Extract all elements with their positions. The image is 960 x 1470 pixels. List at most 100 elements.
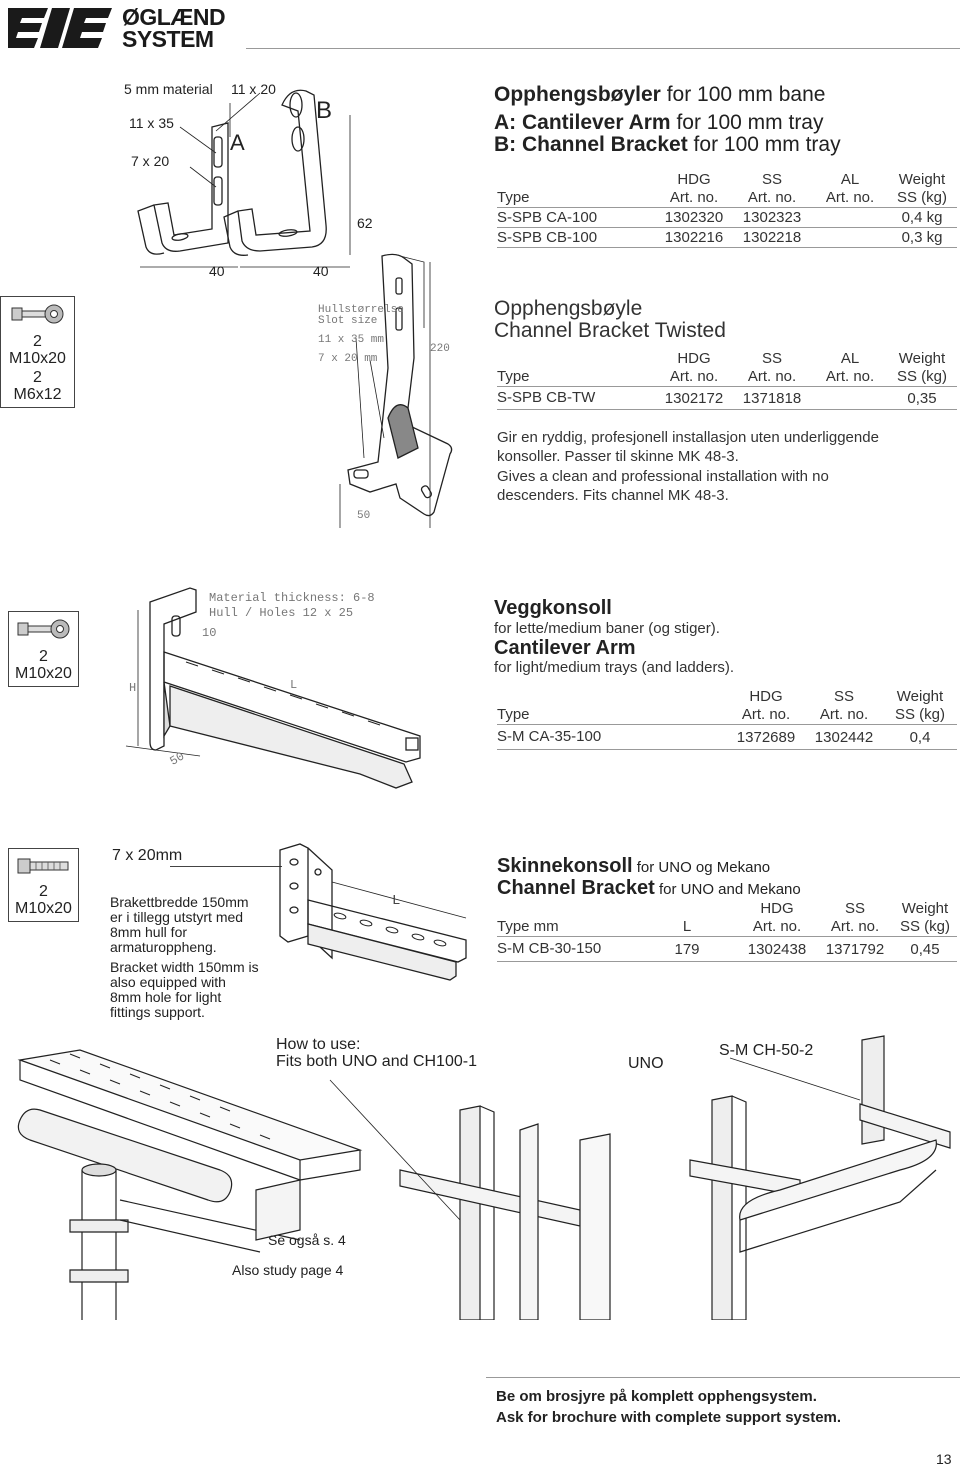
section3-title-en: Cantilever Arm (494, 637, 636, 659)
cell: 0,4 kg (887, 207, 957, 228)
brand-name-line1: ØGLÆND (122, 4, 226, 30)
label-slot-7x20: 7 x 20 (131, 153, 170, 169)
page-number: 13 (936, 1451, 952, 1467)
col-head: Weight (901, 900, 949, 917)
section2-desc-no: Gir en ryddig, profesjonell installasjon… (497, 429, 879, 465)
col-head: L (637, 918, 737, 937)
bolt-box: 2 M10x20 2 M6x12 (0, 296, 75, 408)
title-rest: for UNO og Mekano (632, 859, 771, 876)
col-head: Art. no. (727, 706, 805, 725)
oglaend-logo-mark-icon (8, 8, 112, 48)
label-slot-size-en: Slot size (318, 315, 378, 327)
dimension-50: 50 (357, 510, 371, 522)
bolt-size: M10x20 (15, 665, 72, 682)
col-head: SS (kg) (893, 918, 957, 937)
col-head: Art. no. (805, 706, 883, 725)
dimension-40b: 40 (313, 263, 329, 279)
cell: S-SPB CB-TW (497, 386, 657, 410)
cell: S-SPB CA-100 (497, 207, 657, 228)
col-head (497, 900, 637, 918)
bolt-qty-2: 2 (33, 369, 42, 386)
col-head: SS (844, 900, 865, 917)
bolt-qty: 2 (39, 648, 48, 665)
footer-line-en: Ask for brochure with complete support s… (496, 1409, 842, 1426)
bolt-size-2: M6x12 (13, 386, 62, 403)
cell: 1372689 (727, 724, 805, 750)
col-head: HDG (760, 900, 794, 917)
col-head: Art. no. (813, 368, 887, 387)
label-slot-11x20: 11 x 20 (231, 81, 276, 97)
label-material-thickness: Material thickness: 6-8 (209, 591, 375, 605)
cell (813, 227, 887, 248)
label-slot-11x35: 11 x 35 mm (318, 334, 385, 346)
label-b: B (316, 97, 333, 124)
section1-line-b: B: Channel Bracket for 100 mm tray (494, 133, 841, 157)
col-head: Weight (898, 171, 946, 188)
section2-title-no: Opphengsbøyle (494, 297, 643, 320)
dimension-62: 62 (357, 215, 373, 231)
dimension-40a: 40 (209, 263, 225, 279)
logo: ØGLÆND SYSTEM (8, 4, 238, 54)
col-head: Art. no. (731, 189, 813, 208)
col-head (497, 171, 657, 189)
col-head: Weight (896, 688, 944, 705)
label-slot-7x20: 7 x 20 mm (318, 353, 378, 365)
label-uno: UNO (628, 1055, 664, 1072)
cell: 1371792 (817, 936, 893, 962)
col-head: Art. no. (817, 918, 893, 937)
col-head: SS (833, 688, 854, 705)
cell: 1371818 (731, 386, 813, 410)
col-head: SS (kg) (887, 368, 957, 387)
col-head: SS (761, 171, 782, 188)
col-head: Art. no. (737, 918, 817, 937)
col-head: Type mm (497, 918, 637, 937)
bolt-icon (17, 858, 69, 874)
twisted-bracket-drawing (339, 253, 453, 528)
label-material: 5 mm material (124, 81, 213, 97)
cantilever-arm-drawing (125, 587, 421, 789)
line-a-rest: for 100 mm tray (670, 111, 824, 134)
cell: 1302442 (805, 724, 883, 750)
col-head (637, 900, 737, 918)
label-slot-7x20mm: 7 x 20mm (112, 847, 183, 864)
see-also-en: Also study page 4 (232, 1262, 344, 1278)
cell: 1302320 (657, 207, 731, 228)
bolt-box: 2 M10x20 (8, 848, 79, 922)
title-bold: Channel Bracket (497, 877, 655, 899)
line-b-rest: for 100 mm tray (687, 133, 841, 156)
col-head: Type (497, 706, 727, 725)
label-a: A (230, 130, 245, 155)
section2-desc-en: Gives a clean and professional installat… (497, 468, 829, 504)
bolt-box: 2 M10x20 (8, 611, 79, 687)
dimension-l: L (290, 678, 298, 692)
cell: 1302216 (657, 227, 731, 248)
title-rest: for 100 mm bane (660, 83, 826, 106)
see-also-no: Se også s. 4 (268, 1232, 346, 1248)
col-head: SS (761, 350, 782, 367)
cell: S-SPB CB-100 (497, 227, 657, 248)
section3-sub-no: for lette/medium baner (og stiger). (494, 620, 720, 637)
bolt-qty-1: 2 (33, 333, 42, 350)
dimension-l: L (392, 893, 401, 909)
col-head: HDG (677, 171, 711, 188)
cell: 1302218 (731, 227, 813, 248)
col-head: SS (kg) (887, 189, 957, 208)
bolt-size-1: M10x20 (9, 350, 66, 367)
col-head: AL (840, 171, 860, 188)
bracket-a-b-drawing (137, 89, 351, 268)
section4-title-en: Channel Bracket for UNO and Mekano (497, 877, 801, 900)
cell: 1302323 (731, 207, 813, 228)
col-head: Type (497, 368, 657, 387)
leader-line (170, 866, 282, 867)
bolt-size: M10x20 (15, 900, 72, 917)
bracket-width-text-en: Bracket width 150mm is also equipped wit… (110, 959, 259, 1020)
col-head (497, 688, 727, 706)
